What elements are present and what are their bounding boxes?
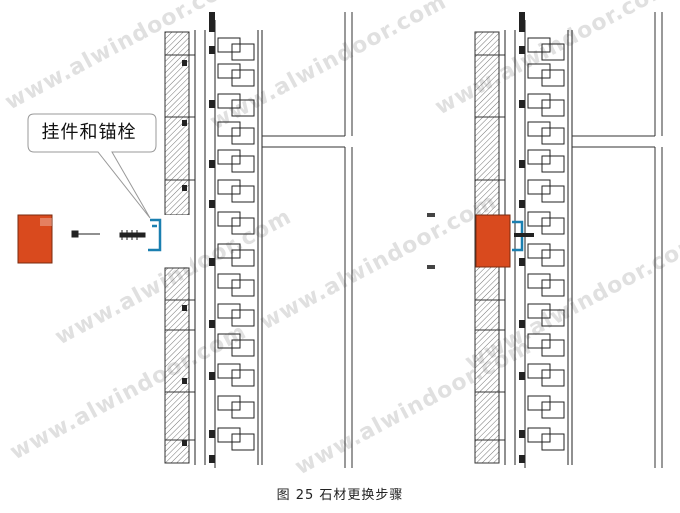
bolt-marks-right (519, 12, 525, 463)
bracket-units-left (217, 37, 255, 451)
screw (71, 230, 100, 238)
left-section (160, 12, 353, 468)
callout-label: 挂件和锚栓 (41, 122, 137, 143)
building-outline-left (262, 12, 353, 468)
watermark-text: www.alwindoor.com (256, 189, 501, 335)
building-outline-right (572, 12, 663, 468)
slab-joints (165, 54, 195, 441)
right-section (427, 12, 663, 468)
installed-stone-slab (475, 214, 511, 268)
bracket-units-right (527, 37, 565, 451)
exploded-parts (17, 214, 162, 264)
callout-balloon (27, 113, 157, 219)
anchor-bolt (119, 230, 146, 240)
removed-slab-gap (160, 215, 190, 267)
watermark-text: www.alwindoor.com (6, 319, 251, 465)
figure-caption: 图 25 石材更换步骤 (276, 488, 404, 503)
watermarks: www.alwindoor.com www.alwindoor.com www.… (1, 0, 680, 480)
watermark-text: www.alwindoor.com (206, 0, 451, 135)
new-stone-slab (17, 214, 53, 264)
hanger-bracket (148, 218, 162, 252)
stone-slab-lower (164, 267, 190, 464)
bolt-marks-left (182, 12, 215, 463)
